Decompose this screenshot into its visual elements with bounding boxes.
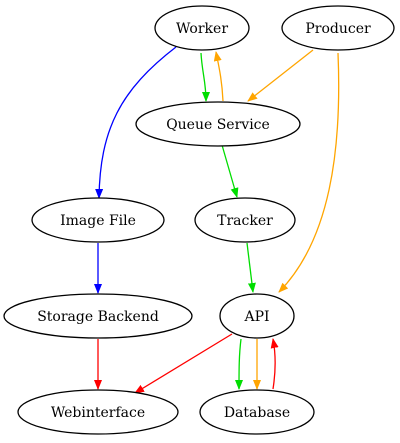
node-storage-backend: Storage Backend <box>3 293 193 339</box>
edge-api-to-webinterface <box>134 333 233 394</box>
edge-worker-to-queue-service <box>200 52 210 102</box>
node-tracker-label: Tracker <box>217 213 273 229</box>
node-worker-label: Worker <box>176 21 228 37</box>
edge-queue-service-to-worker <box>213 51 224 102</box>
node-api-label: API <box>243 309 269 325</box>
node-image-file: Image File <box>31 197 165 243</box>
node-webinterface: Webinterface <box>17 389 179 435</box>
node-queue-service-label: Queue Service <box>166 117 270 133</box>
node-queue-service: Queue Service <box>135 101 301 147</box>
node-database: Database <box>199 389 315 435</box>
node-image-file-label: Image File <box>60 213 136 229</box>
node-api: API <box>219 293 295 339</box>
node-producer-label: Producer <box>305 21 371 37</box>
node-webinterface-label: Webinterface <box>51 405 145 421</box>
edge-producer-to-api <box>278 52 340 293</box>
node-producer: Producer <box>281 5 395 51</box>
edge-database-to-api <box>270 338 279 390</box>
node-storage-backend-label: Storage Backend <box>37 309 159 325</box>
node-tracker: Tracker <box>194 197 296 243</box>
edge-producer-to-queue-service <box>247 49 314 102</box>
edge-queue-service-to-tracker <box>221 144 239 198</box>
node-database-label: Database <box>224 405 290 421</box>
node-worker: Worker <box>154 5 250 51</box>
edge-worker-to-image-file <box>95 46 177 199</box>
edge-tracker-to-api <box>246 242 256 293</box>
edge-api-to-database-green <box>235 338 244 390</box>
